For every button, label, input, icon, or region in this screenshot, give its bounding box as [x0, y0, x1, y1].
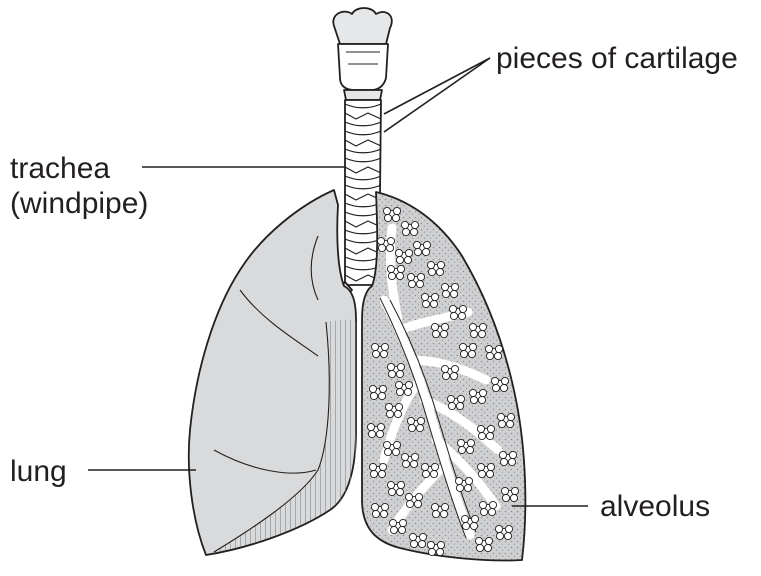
larynx [333, 8, 392, 100]
label-trachea: trachea [10, 152, 110, 185]
label-windpipe: (windpipe) [10, 187, 148, 220]
label-pieces-of-cartilage: pieces of cartilage [496, 42, 738, 75]
label-alveolus: alveolus [600, 490, 710, 523]
label-lung: lung [10, 455, 67, 488]
left-lung [189, 190, 356, 555]
right-lung [362, 192, 525, 561]
